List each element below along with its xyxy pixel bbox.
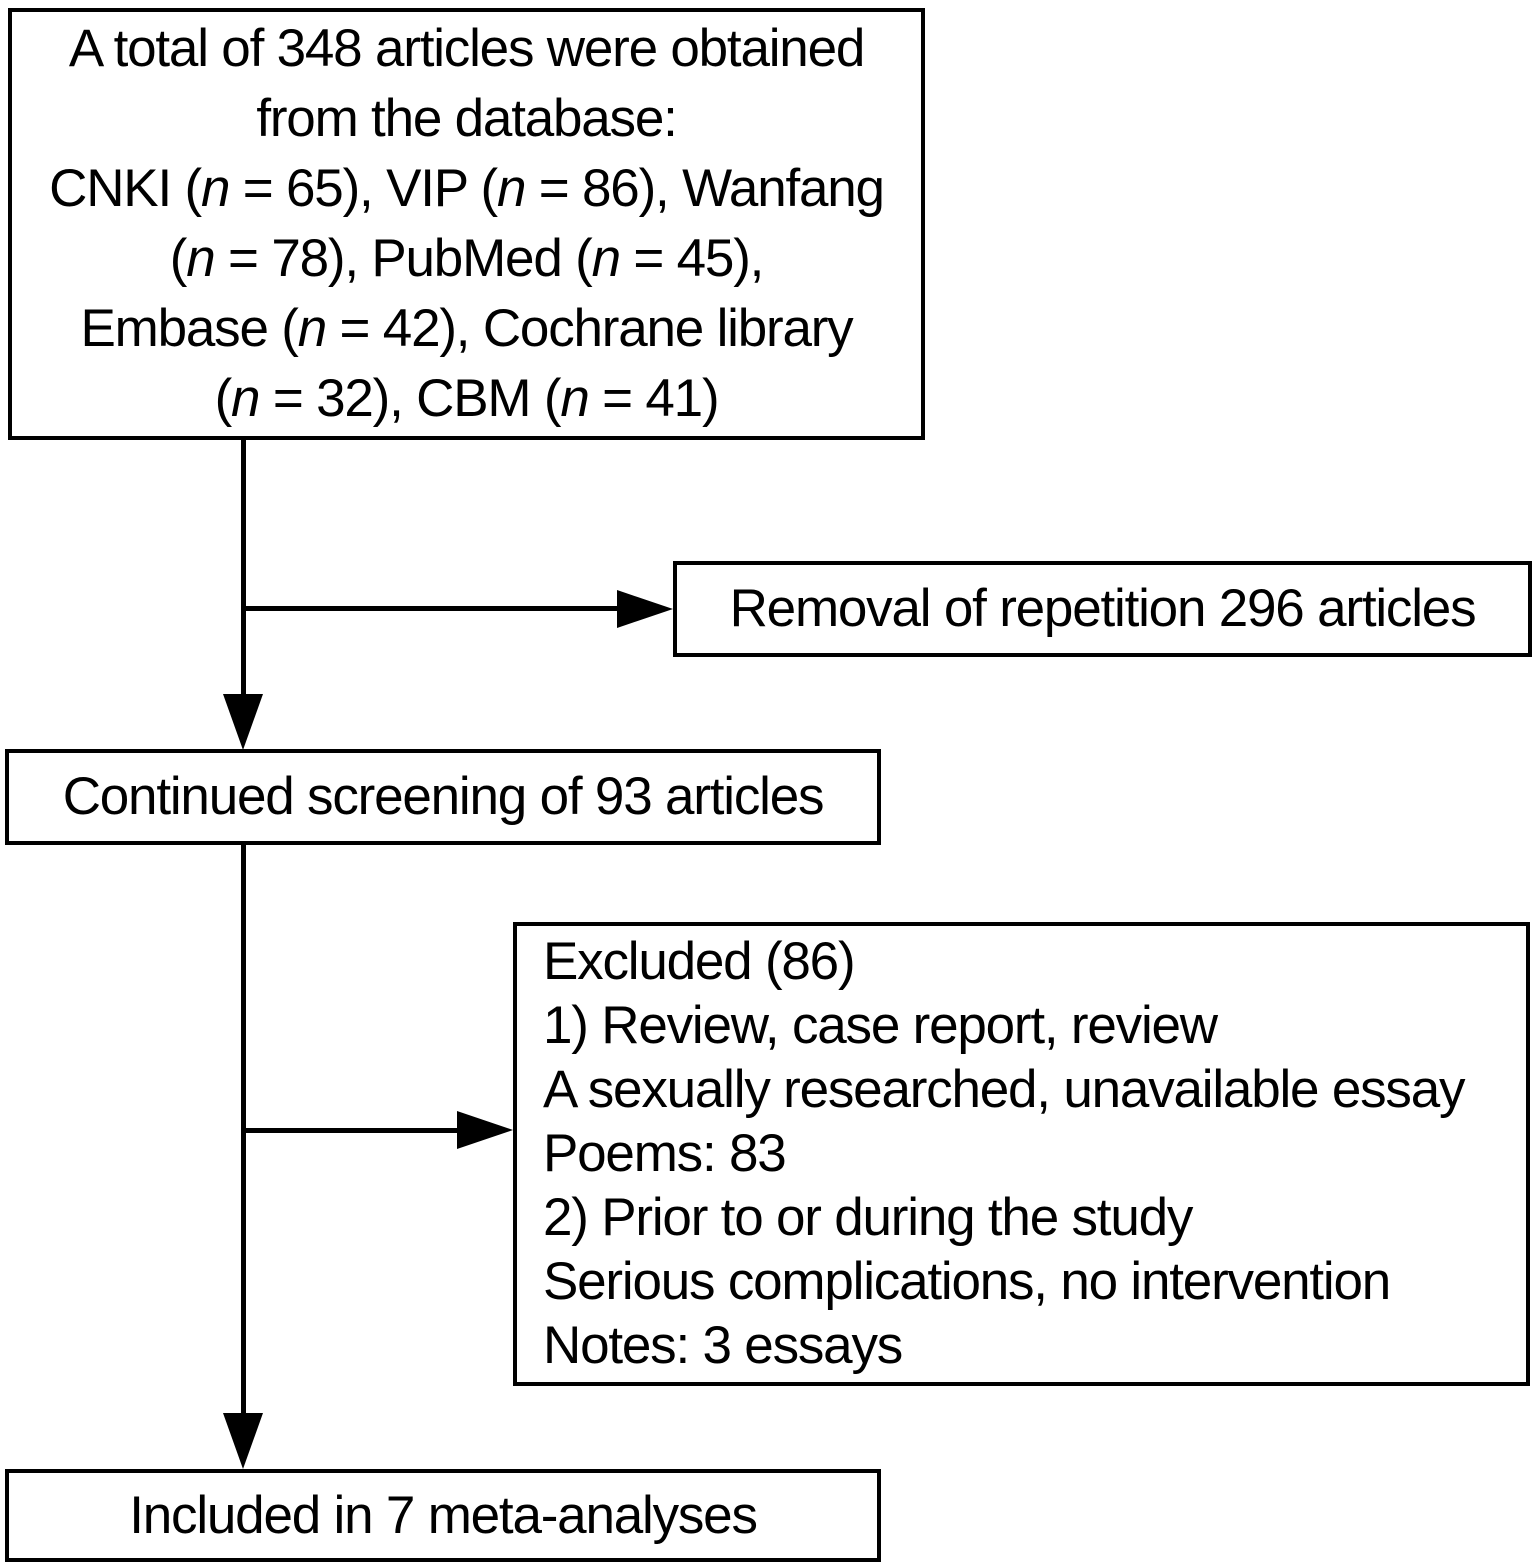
excluded-box-line: A sexually researched, unavailable essay — [543, 1060, 1465, 1119]
source-box-line: CNKI (n = 65), VIP (n = 86), Wanfang — [49, 159, 885, 218]
included-box-label: Included in 7 meta-analyses — [129, 1485, 758, 1545]
arrowhead-right-removal — [617, 590, 673, 628]
source-box-line: (n = 78), PubMed (n = 45), — [169, 229, 765, 288]
connector-source-removal — [243, 606, 625, 611]
arrowhead-down-screening — [223, 694, 263, 750]
connector-screening-excluded — [243, 1128, 465, 1133]
source-box-line: (n = 32), CBM (n = 41) — [214, 369, 720, 428]
arrowhead-down-included — [223, 1413, 263, 1469]
removal-box: Removal of repetition 296 articles — [673, 561, 1532, 657]
source-box-line: A total of 348 articles were obtained — [68, 19, 865, 78]
connector-source-screening — [241, 440, 246, 710]
excluded-box-line: 1) Review, case report, review — [543, 996, 1218, 1055]
included-box: Included in 7 meta-analyses — [5, 1469, 881, 1562]
arrowhead-right-excluded — [457, 1111, 513, 1149]
screening-box: Continued screening of 93 articles — [5, 749, 881, 845]
excluded-box-line: Excluded (86) — [543, 932, 856, 991]
excluded-box-line: Serious complications, no intervention — [543, 1252, 1391, 1311]
source-box: A total of 348 articles were obtained fr… — [8, 8, 925, 440]
excluded-box: Excluded (86) 1) Review, case report, re… — [513, 922, 1530, 1386]
removal-box-label: Removal of repetition 296 articles — [729, 579, 1477, 638]
excluded-box-line: Poems: 83 — [543, 1124, 787, 1183]
screening-box-label: Continued screening of 93 articles — [62, 767, 825, 826]
excluded-box-line: 2) Prior to or during the study — [543, 1188, 1193, 1247]
source-box-line: Embase (n = 42), Cochrane library — [80, 299, 854, 358]
excluded-box-line: Notes: 3 essays — [543, 1316, 903, 1375]
source-box-line: from the database: — [256, 89, 678, 148]
